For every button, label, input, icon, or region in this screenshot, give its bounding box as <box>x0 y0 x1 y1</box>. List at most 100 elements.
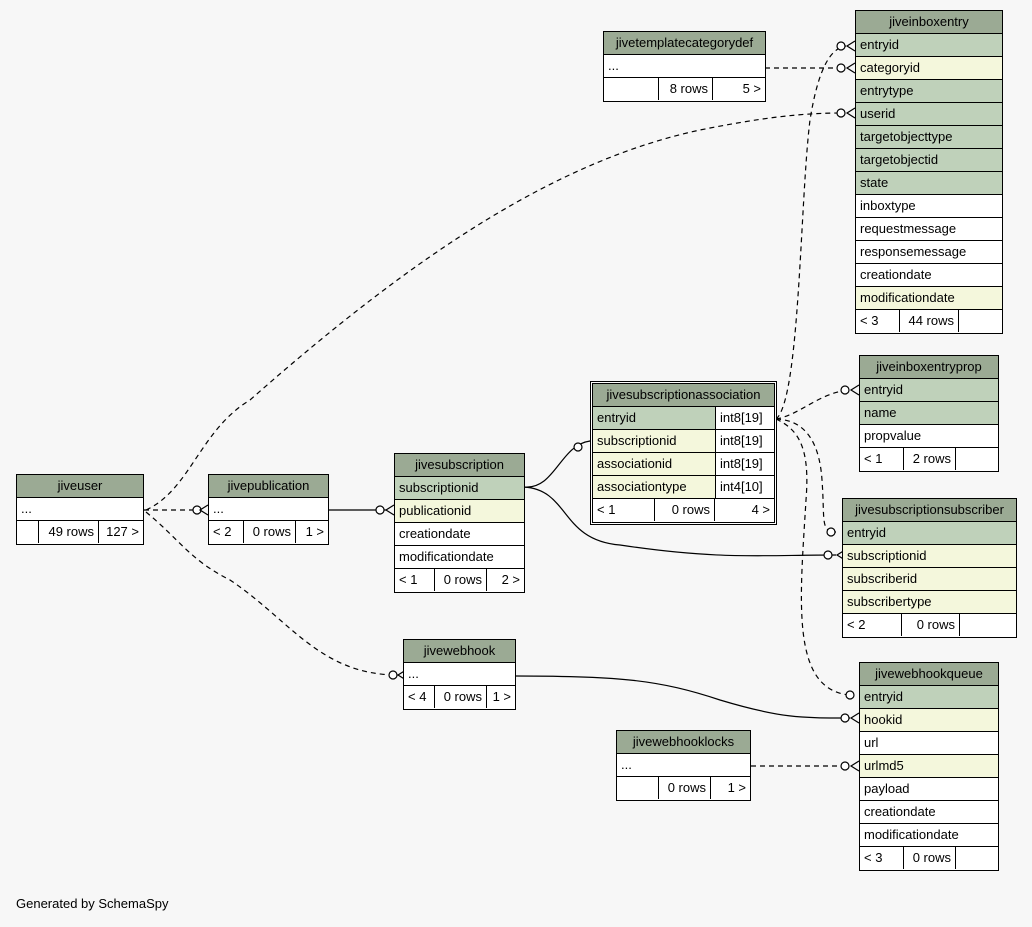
parents-count: < 1 <box>593 499 655 521</box>
column-subscriptionid: subscriptionid <box>395 477 524 500</box>
children-count <box>960 614 1016 636</box>
column-creationdate: creationdate <box>856 264 1002 287</box>
parents-count: < 4 <box>404 686 435 708</box>
table-jiveinboxentry[interactable]: jiveinboxentry entryid categoryid entryt… <box>855 10 1003 334</box>
column-modificationdate: modificationdate <box>395 546 524 569</box>
parents-count: < 2 <box>209 521 244 543</box>
children-count: 5 > <box>742 81 761 96</box>
column-associationtype: associationtype int4[10] <box>593 476 774 499</box>
column-userid: userid <box>856 103 1002 126</box>
row-count: 2 rows <box>904 448 956 470</box>
column-type: int8[19] <box>715 407 774 429</box>
row-count: 0 rows <box>655 499 715 521</box>
column-propvalue: propvalue <box>860 425 998 448</box>
table-ellipsis: ... <box>404 663 515 686</box>
row-count: 49 rows <box>39 521 99 543</box>
parents-count: < 3 <box>856 310 900 332</box>
children-count <box>959 310 1002 332</box>
column-type: int8[19] <box>715 453 774 475</box>
table-title: jivesubscriptionsubscriber <box>843 499 1016 522</box>
column-subscriptionid: subscriptionid <box>843 545 1016 568</box>
column-entrytype: entrytype <box>856 80 1002 103</box>
table-title: jiveinboxentry <box>856 11 1002 34</box>
edge-subscription-subscriber <box>523 486 837 557</box>
children-count: 1 > <box>492 689 511 704</box>
table-jivewebhook[interactable]: jivewebhook ... < 4 0 rows 1 > <box>403 639 516 710</box>
table-jiveuser[interactable]: jiveuser ... 49 rows 127 > <box>16 474 144 545</box>
table-title: jivewebhook <box>404 640 515 663</box>
column-creationdate: creationdate <box>395 523 524 546</box>
table-jivewebhooklocks[interactable]: jivewebhooklocks ... 0 rows 1 > <box>616 730 751 801</box>
row-count: 8 rows <box>659 78 713 100</box>
row-count: 0 rows <box>435 686 487 708</box>
table-jivetemplatecategorydef[interactable]: jivetemplatecategorydef ... 8 rows 5 > <box>603 31 766 102</box>
table-stats: 49 rows 127 > <box>17 521 143 544</box>
edge-association-subscriber <box>775 418 837 533</box>
table-title: jivewebhooklocks <box>617 731 750 754</box>
column-urlmd5: urlmd5 <box>860 755 998 778</box>
row-count: 0 rows <box>904 847 956 869</box>
column-subscribertype: subscribertype <box>843 591 1016 614</box>
table-stats: 0 rows 1 > <box>617 777 750 800</box>
column-subscriptionid: subscriptionid int8[19] <box>593 430 774 453</box>
table-stats: < 1 0 rows 2 > <box>395 569 524 592</box>
column-publicationid: publicationid <box>395 500 524 523</box>
edge-association-inbox <box>775 45 847 420</box>
edge-user-webhook <box>145 511 399 676</box>
column-state: state <box>856 172 1002 195</box>
children-count <box>956 448 998 470</box>
table-title: jivewebhookqueue <box>860 663 998 686</box>
column-type: int4[10] <box>715 476 774 498</box>
table-stats: < 2 0 rows <box>843 614 1016 637</box>
column-requestmessage: requestmessage <box>856 218 1002 241</box>
parents-count <box>17 521 39 543</box>
children-count <box>956 847 998 869</box>
table-ellipsis: ... <box>17 498 143 521</box>
edge-association-queue <box>775 418 851 696</box>
table-jiveinboxentryprop[interactable]: jiveinboxentryprop entryid name propvalu… <box>859 355 999 472</box>
table-ellipsis: ... <box>209 498 328 521</box>
parents-count: < 2 <box>843 614 902 636</box>
column-name: subscriptionid <box>597 433 677 448</box>
row-count: 0 rows <box>244 521 296 543</box>
column-name: associationtype <box>597 479 687 494</box>
table-stats: 8 rows 5 > <box>604 78 765 101</box>
table-jivesubscriptionsubscriber[interactable]: jivesubscriptionsubscriber entryid subsc… <box>842 498 1017 638</box>
column-name: name <box>860 402 998 425</box>
table-jivewebhookqueue[interactable]: jivewebhookqueue entryid hookid url urlm… <box>859 662 999 871</box>
table-title: jivesubscriptionassociation <box>593 384 774 407</box>
table-title: jivepublication <box>209 475 328 498</box>
parents-count: < 1 <box>395 569 435 591</box>
children-count: 127 > <box>106 524 139 539</box>
children-count: 1 > <box>305 524 324 539</box>
column-categoryid: categoryid <box>856 57 1002 80</box>
column-inboxtype: inboxtype <box>856 195 1002 218</box>
children-count: 2 > <box>501 572 520 587</box>
children-count: 1 > <box>727 780 746 795</box>
column-payload: payload <box>860 778 998 801</box>
parents-count: < 1 <box>860 448 904 470</box>
table-stats: < 4 0 rows 1 > <box>404 686 515 709</box>
table-ellipsis: ... <box>617 754 750 777</box>
table-stats: < 2 0 rows 1 > <box>209 521 328 544</box>
column-targetobjecttype: targetobjecttype <box>856 126 1002 149</box>
table-jivepublication[interactable]: jivepublication ... < 2 0 rows 1 > <box>208 474 329 545</box>
edge-webhook-queue <box>515 675 851 719</box>
column-url: url <box>860 732 998 755</box>
row-count: 44 rows <box>900 310 959 332</box>
column-responsemessage: responsemessage <box>856 241 1002 264</box>
table-title: jiveinboxentryprop <box>860 356 998 379</box>
column-modificationdate: modificationdate <box>856 287 1002 310</box>
column-subscriberid: subscriberid <box>843 568 1016 591</box>
row-count: 0 rows <box>659 777 711 799</box>
column-entryid: entryid <box>843 522 1016 545</box>
table-stats: < 1 2 rows <box>860 448 998 471</box>
table-jivesubscription[interactable]: jivesubscription subscriptionid publicat… <box>394 453 525 593</box>
table-stats: < 3 0 rows <box>860 847 998 870</box>
table-title: jiveuser <box>17 475 143 498</box>
table-stats: < 3 44 rows <box>856 310 1002 333</box>
column-type: int8[19] <box>715 430 774 452</box>
